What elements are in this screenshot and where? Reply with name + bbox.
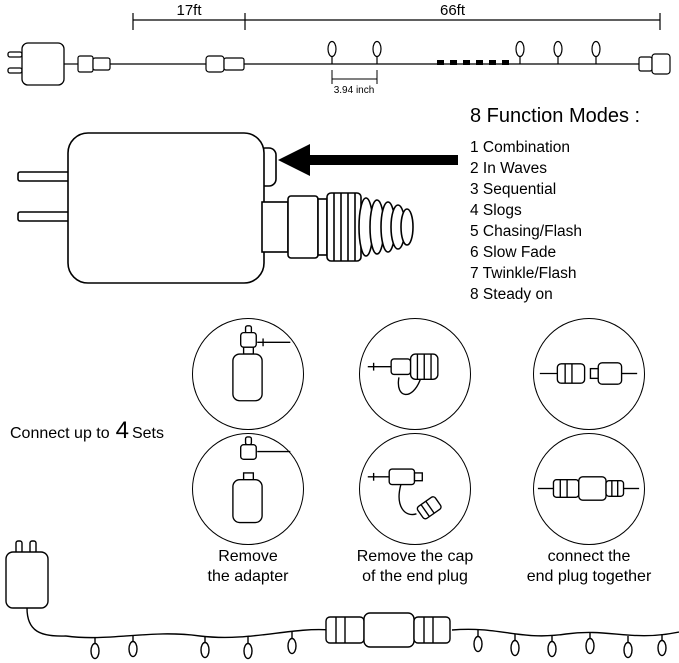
step3-caption-line2: end plug together: [526, 568, 652, 585]
mode-item-5: 5 Chasing/Flash: [470, 223, 583, 240]
step2-caption-line1: Remove the cap: [356, 548, 474, 565]
power-plug-icon: [7, 42, 65, 86]
bottom-connector-pair: [325, 612, 451, 648]
step-circle-adapter-attached: [192, 318, 304, 430]
end-plug-icon: [638, 53, 671, 75]
mode-item-7: 7 Twinkle/Flash: [470, 265, 577, 282]
function-modes-title: 8 Function Modes :: [470, 105, 641, 127]
plug-prong-bottom: [17, 211, 71, 222]
segment1-length-label: 17ft: [176, 2, 202, 19]
bottom-wire: [65, 628, 679, 639]
mode-button-arrow: [278, 144, 458, 176]
adapter-detail-drawing: [17, 132, 458, 284]
step1-caption-line1: Remove: [218, 548, 278, 565]
bulb-spacing-measure: [331, 70, 378, 84]
bottom-bulbs-right: [473, 630, 667, 659]
adapter-attached-illustration: [232, 325, 291, 402]
connect-sets-label: Connect up to 4 Sets: [10, 417, 164, 445]
plug-prong-top: [17, 171, 71, 182]
connect-sets-count: 4: [115, 417, 129, 444]
connect-sets-prefix: Connect up to: [10, 425, 110, 442]
bottom-power-plug-icon: [5, 540, 67, 637]
thread-disc: [400, 208, 414, 246]
dimension-lines: [132, 13, 661, 30]
step-circle-plugs-joined: [533, 433, 645, 545]
segment2-length-label: 66ft: [439, 2, 466, 19]
string-bulbs: [327, 40, 601, 64]
bottom-bulbs-left: [90, 632, 297, 660]
connector-neck: [261, 201, 289, 253]
plugs-apart-illustration: [539, 362, 638, 385]
mode-item-3: 3 Sequential: [470, 181, 557, 198]
step3-caption: connect the end plug together: [509, 547, 669, 587]
mode-item-6: 6 Slow Fade: [470, 244, 557, 261]
step1-caption: Remove the adapter: [168, 547, 328, 587]
adapter-and-wire: [64, 55, 639, 73]
step3-caption-line1: connect the: [547, 548, 631, 565]
adapter-body: [67, 132, 265, 284]
step1-caption-line2: the adapter: [207, 568, 289, 585]
mode-item-4: 4 Slogs: [470, 202, 522, 219]
step-circle-cap-off: [359, 433, 471, 545]
step-circle-plugs-apart: [533, 318, 645, 430]
bulb-spacing-label: 3.94 inch: [333, 85, 375, 96]
step2-caption: Remove the cap of the end plug: [335, 547, 495, 587]
end-plug-cap-on-illustration: [367, 353, 439, 396]
connector-ring: [317, 198, 328, 256]
end-plug-cap-off-illustration: [367, 468, 442, 520]
continuation-dots: [437, 60, 509, 65]
function-modes-panel: 8 Function Modes : 1 Combination 2 In Wa…: [470, 105, 640, 305]
connector-cylinder: [287, 195, 319, 259]
bottom-string-diagram: [5, 540, 679, 660]
plugs-joined-illustration: [537, 476, 640, 501]
top-length-diagram: [7, 13, 671, 86]
adapter-removed-illustration: [232, 436, 291, 524]
step-circle-adapter-removed: [192, 433, 304, 545]
connect-sets-suffix: Sets: [131, 425, 164, 442]
mode-item-8: 8 Steady on: [470, 286, 553, 303]
connector-knurl: [326, 192, 362, 262]
step-circle-cap-on: [359, 318, 471, 430]
mode-item-1: 1 Combination: [470, 139, 570, 156]
mode-item-2: 2 In Waves: [470, 160, 547, 177]
step2-caption-line2: of the end plug: [362, 568, 468, 585]
